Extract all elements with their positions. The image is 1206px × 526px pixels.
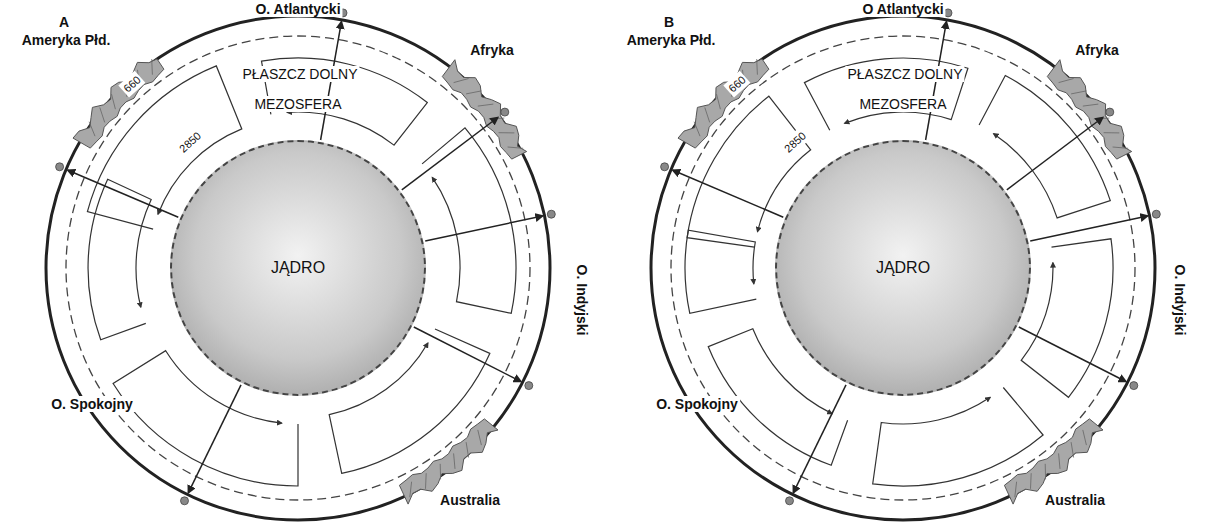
- ocean-label: O. Atlantycki: [253, 1, 342, 17]
- continent-label: Ameryka Płd.: [20, 32, 113, 48]
- ocean-label: O. Indyjski: [574, 263, 590, 338]
- layer-label: MEZOSFERA: [252, 96, 343, 112]
- panel-letter: A: [57, 14, 71, 30]
- core-circle: JĄDRO: [170, 140, 426, 396]
- continent-label: Australia: [1043, 492, 1107, 508]
- ocean-label: O. Spokojny: [49, 396, 135, 412]
- ocean-label: O Atlantycki: [860, 1, 945, 17]
- core-label: JĄDRO: [876, 259, 930, 277]
- core-label: JĄDRO: [271, 259, 325, 277]
- layer-label: PŁASZCZ DOLNY: [240, 66, 359, 82]
- continent-label: Ameryka Płd.: [625, 32, 718, 48]
- layer-label: MEZOSFERA: [857, 96, 948, 112]
- earth-section: [46, 9, 555, 520]
- layer-label: PŁASZCZ DOLNY: [845, 66, 964, 82]
- core-circle: JĄDRO: [775, 140, 1031, 396]
- ocean-label: O. Spokojny: [654, 396, 740, 412]
- continent-label: Afryka: [468, 42, 516, 58]
- ocean-label: O. Indyjski: [1172, 263, 1188, 338]
- panel-letter: B: [662, 14, 676, 30]
- continent-label: Afryka: [1073, 42, 1121, 58]
- earth-section: [651, 9, 1160, 520]
- continent-label: Australia: [438, 492, 502, 508]
